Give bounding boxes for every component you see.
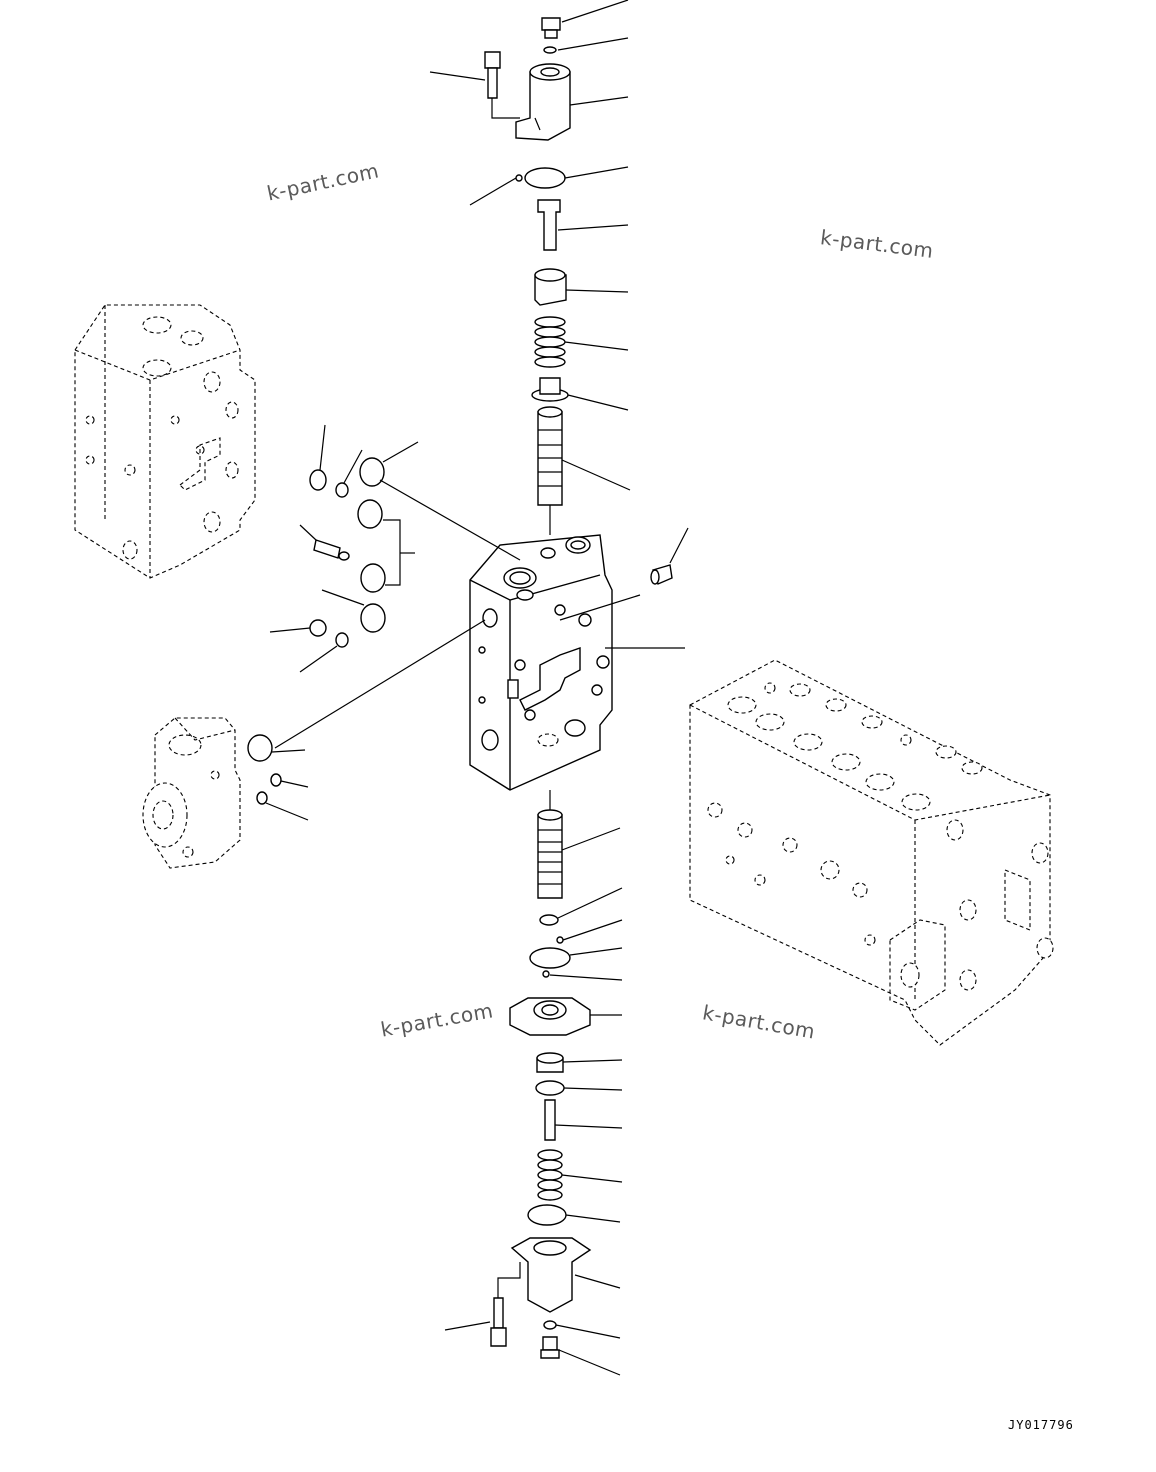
reference-main-valve-assembly [689,659,1054,1046]
reference-end-cover-left [142,717,241,869]
callout-leaders-left [265,71,689,1331]
lower-parts-stack [490,790,592,1359]
valve-section-block [469,534,613,791]
right-plug [650,564,673,585]
spring-upper [534,316,566,368]
drawing-code: JY017796 [1008,1418,1074,1432]
reference-valve-block-left [74,304,256,579]
end-cover-seals [247,734,282,805]
left-side-seals [309,457,415,648]
top-parts-stack [484,17,571,535]
callout-leaders [549,0,685,1376]
spring-lower [537,1149,563,1201]
assembly-reference-lines [274,479,641,749]
